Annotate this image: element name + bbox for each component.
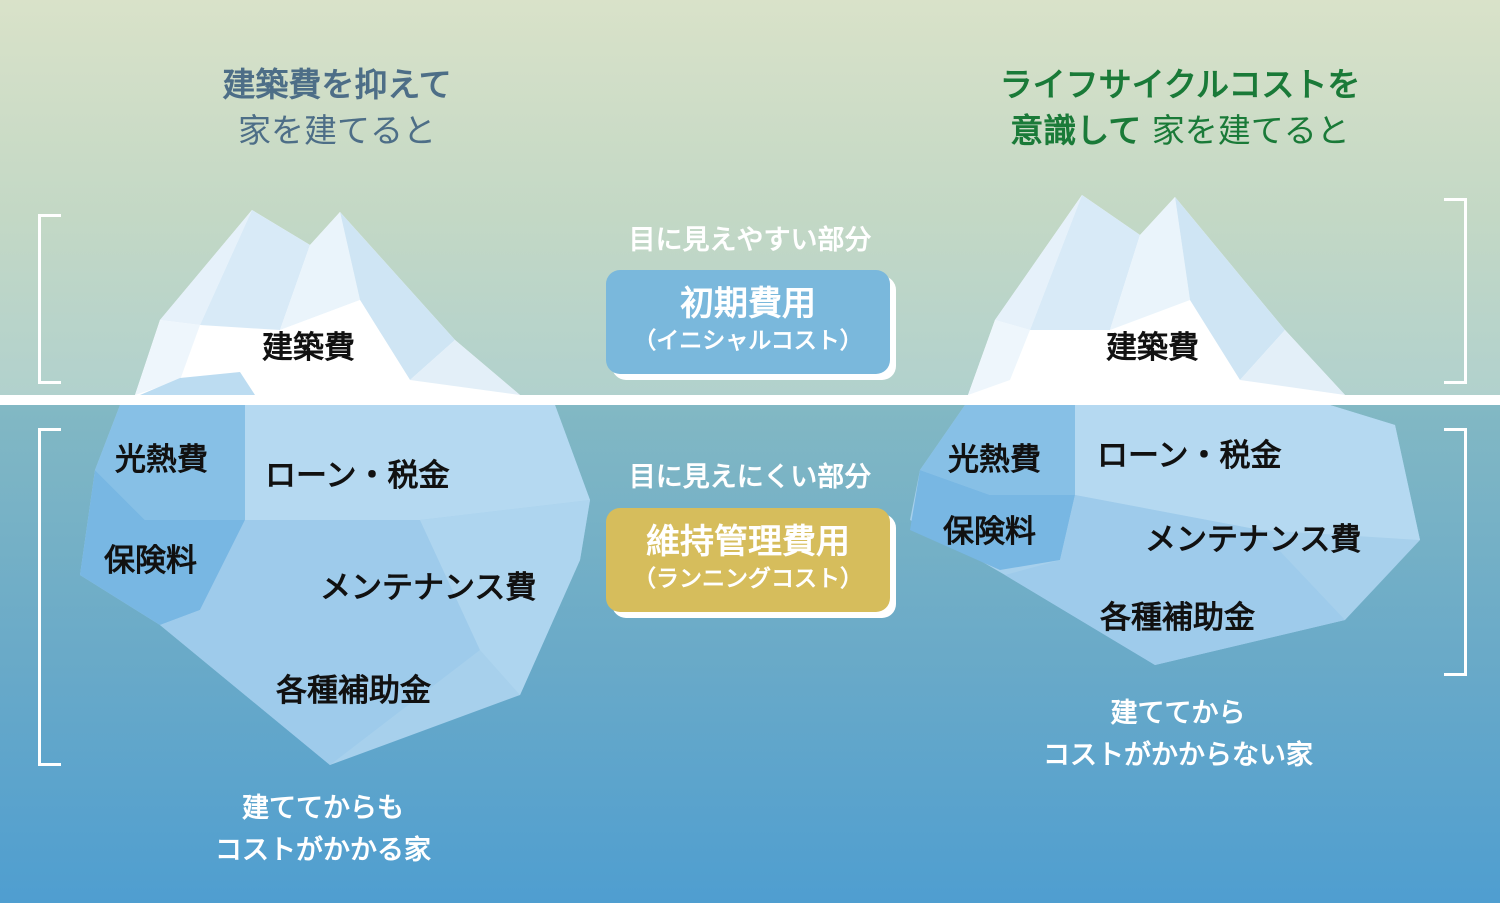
right-heading-rest: 家を建てると xyxy=(1141,111,1350,150)
left-note-line1: 建ててからも xyxy=(242,793,404,824)
right-lower-bracket xyxy=(1444,428,1467,676)
water-line xyxy=(0,395,1500,405)
right-construction-label: 建築費 xyxy=(1106,330,1199,366)
initial-cost-box: 初期費用 （イニシャルコスト） xyxy=(606,270,890,374)
running-cost-box: 維持管理費用 （ランニングコスト） xyxy=(606,508,890,612)
left-insurance-label: 保険料 xyxy=(104,543,197,579)
right-loan-tax-label: ローン・税金 xyxy=(1097,438,1282,474)
left-iceberg-note: 建ててからも コストがかかる家 xyxy=(173,788,473,872)
right-heading-line2: 意識して 家を建てると xyxy=(960,108,1400,154)
left-construction-label: 建築費 xyxy=(262,330,355,366)
initial-cost-subtitle: （イニシャルコスト） xyxy=(633,328,863,354)
left-maintenance-label: メンテナンス費 xyxy=(320,570,537,606)
right-heading-emphasis: 意識して xyxy=(1010,111,1142,150)
left-note-line2: コストがかかる家 xyxy=(215,835,431,866)
right-maintenance-label: メンテナンス費 xyxy=(1145,522,1362,558)
visible-part-caption: 目に見えやすい部分 xyxy=(628,225,872,256)
left-heading: 建築費を抑えて 家を建てると xyxy=(187,62,487,154)
right-iceberg-note: 建ててから コストがかからない家 xyxy=(1003,693,1353,777)
running-cost-subtitle: （ランニングコスト） xyxy=(633,566,863,592)
right-heading: ライフサイクルコストを 意識して 家を建てると xyxy=(960,62,1400,154)
left-upper-bracket xyxy=(38,214,61,384)
right-heading-line1: ライフサイクルコストを xyxy=(999,65,1361,104)
left-loan-tax-label: ローン・税金 xyxy=(265,458,450,494)
right-upper-bracket xyxy=(1444,198,1467,384)
running-cost-title: 維持管理費用 xyxy=(646,522,850,562)
left-lower-bracket xyxy=(38,428,61,766)
hidden-part-caption: 目に見えにくい部分 xyxy=(628,462,872,493)
right-note-line1: 建ててから xyxy=(1110,698,1246,729)
left-heading-line1: 建築費を抑えて xyxy=(222,65,452,104)
left-heading-line2: 家を建てると xyxy=(238,111,436,150)
left-utilities-label: 光熱費 xyxy=(115,442,208,478)
right-subsidies-label: 各種補助金 xyxy=(1100,600,1255,636)
right-note-line2: コストがかからない家 xyxy=(1043,740,1313,771)
left-subsidies-label: 各種補助金 xyxy=(276,673,431,709)
right-insurance-label: 保険料 xyxy=(943,514,1036,550)
initial-cost-title: 初期費用 xyxy=(680,284,816,324)
right-utilities-label: 光熱費 xyxy=(948,442,1041,478)
